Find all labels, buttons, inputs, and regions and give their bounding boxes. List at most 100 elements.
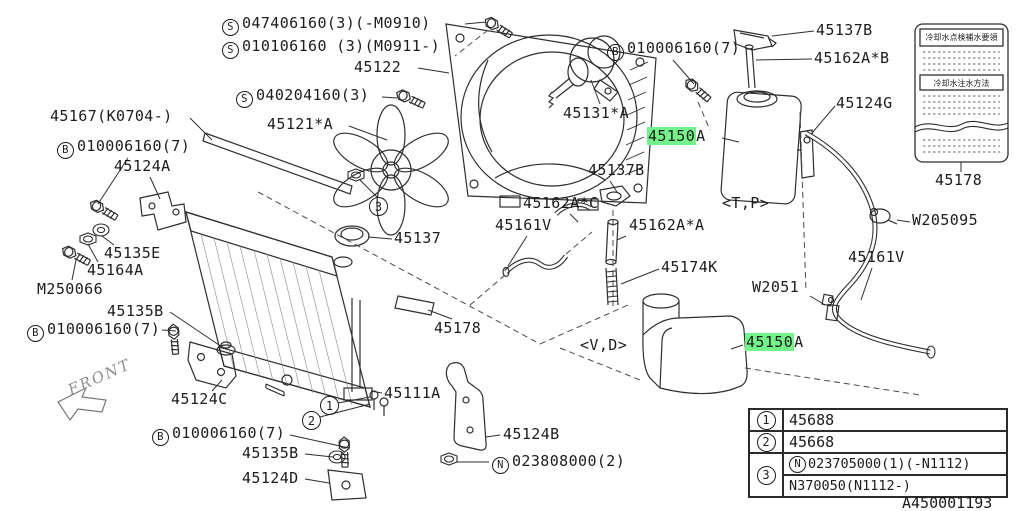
part-number: 010106160 (3)(M0911-) — [242, 37, 441, 55]
ref-table-cell-ref-2: 2 — [749, 431, 783, 453]
part-number: 45178 — [434, 319, 482, 337]
part-label-cap-45137b-b: 45137B — [588, 163, 645, 178]
part-number: 45135B — [107, 302, 164, 320]
part-number: 45135E — [104, 244, 161, 262]
part-label-code-vd: <V,D> — [580, 338, 627, 353]
part-label-cushion-45135b-b: 45135B — [242, 446, 299, 461]
reservoir-tank-vd — [642, 293, 748, 395]
part-label-radiator-45111a: 45111A — [384, 386, 441, 401]
caution-plate-header-2: 冷却水注水方法 — [933, 79, 990, 88]
part-label-tank-45150a-a: 45150A — [647, 127, 706, 145]
circle-prefix-b: B — [57, 141, 74, 159]
part-number: 45137B — [816, 21, 873, 39]
ref-circle-2: 2 — [756, 432, 776, 452]
diagram-code: A450001193 — [902, 494, 993, 511]
part-number: 45174K — [661, 258, 718, 276]
part-label-hose-45161v-b: 45161V — [848, 250, 905, 265]
part-label-hose-45162aa: 45162A*A — [629, 218, 704, 233]
ref-table-cell-part-1: 45688 — [783, 409, 1007, 431]
part-label-bolt-m250066: M250066 — [37, 282, 103, 297]
part-number: W205095 — [912, 211, 979, 229]
part-label-hose-45162ac: 45162A*C — [523, 196, 598, 211]
part-number: 040204160(3) — [256, 86, 370, 104]
part-number: W2051 — [752, 278, 800, 296]
brackets-and-hardware — [139, 132, 487, 501]
part-number: 45162A*C — [523, 194, 599, 212]
circle-prefix-n: N — [492, 456, 509, 474]
part-number: 45178 — [935, 171, 983, 189]
part-number: 023808000(2) — [512, 452, 626, 470]
circle-prefix-b: B — [152, 428, 169, 446]
caution-plate-header-1: 冷却水点検補水要領 — [925, 33, 998, 42]
circle-prefix-b: B — [607, 43, 624, 61]
part-label-tube-45174k: 45174K — [661, 260, 718, 275]
part-number: 45124D — [242, 469, 299, 487]
part-number: 010006160(7) — [47, 320, 161, 338]
part-number: 45150 — [745, 333, 795, 351]
part-label-hose-45161v-a: 45161V — [495, 218, 552, 233]
part-number: 010006160(7) — [77, 137, 191, 155]
circle-prefix-s: S — [222, 18, 239, 36]
hose-45161v-right-art — [804, 130, 936, 359]
part-number: M250066 — [37, 280, 104, 298]
ref-table-cell-part-2: 45668 — [783, 431, 1007, 453]
part-label-label-45178-b: 45178 — [935, 173, 982, 188]
ref-circle-2: 2 — [302, 411, 321, 430]
part-label-tank-45150a-b: 45150A — [745, 333, 804, 351]
fan — [333, 104, 449, 236]
part-label-bracket-45124a: 45124A — [114, 159, 171, 174]
part-label-bracket-45164a: 45164A — [87, 263, 144, 278]
part-label-fan-45121a: 45121*A — [267, 117, 333, 132]
dashed-lines — [257, 29, 921, 396]
fan-motor — [547, 35, 621, 109]
part-label-code-tp: <T,P> — [722, 196, 769, 211]
part-label-label-45178-a: 45178 — [434, 321, 481, 336]
circle-prefix-s: S — [236, 90, 253, 108]
part-label-bracket-45124g: 45124G — [836, 96, 893, 111]
part-label-cap-45137: 45137 — [394, 231, 441, 246]
caution-plate-art — [914, 23, 1009, 163]
part-label-motor-45131a: 45131*A — [563, 106, 629, 121]
part-label-clip-w2051: W2051 — [752, 280, 799, 295]
part-number: 45161V — [848, 248, 905, 266]
part-number: 023705000(1)(-N1112) — [808, 456, 971, 472]
reference-table: 1 45688 2 45668 3 N 023705000(1)(-N1112)… — [748, 408, 1008, 498]
part-number: 45167(K0704-) — [50, 107, 173, 125]
part-number: 45150 — [647, 127, 697, 145]
part-number: 45111A — [384, 384, 441, 402]
circle-prefix-b: B — [27, 324, 44, 342]
part-number: 45164A — [87, 261, 144, 279]
part-number: 010006160(7) — [627, 39, 741, 57]
part-number: 45131*A — [563, 104, 630, 122]
ref-circle-3: 3 — [369, 197, 388, 216]
part-label-cap-45137b-a: 45137B — [816, 23, 873, 38]
circle-prefix-s: S — [222, 41, 239, 59]
part-number: 45122 — [354, 58, 402, 76]
part-label-clip-w205095: W205095 — [912, 213, 978, 228]
part-number: 45124B — [503, 425, 560, 443]
part-number: 45162A*A — [629, 216, 705, 234]
part-number: 45124A — [114, 157, 171, 175]
front-arrow — [57, 386, 107, 422]
part-number: 45124C — [171, 390, 228, 408]
clips — [821, 207, 898, 322]
part-number: 45137 — [394, 229, 442, 247]
leader-lines — [71, 21, 962, 484]
part-label-cushion-45135e: 45135E — [104, 246, 161, 261]
circle-prefix-n: N — [789, 455, 806, 473]
part-label-shroud-45122: 45122 — [354, 60, 401, 75]
part-label-seal-45167: 45167(K0704-) — [50, 109, 173, 124]
ref-circle-3: 3 — [756, 465, 776, 485]
part-label-cushion-45135b-a: 45135B — [107, 304, 164, 319]
part-number: 010006160(7) — [172, 424, 286, 442]
